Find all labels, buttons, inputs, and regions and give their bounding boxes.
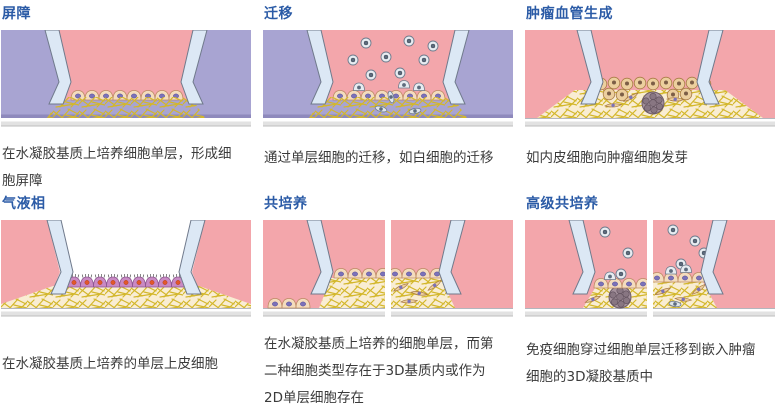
air-liquid-interface-illustration <box>1 220 251 317</box>
panel-co-culture: 共培养 <box>263 190 513 411</box>
migration-illustration <box>263 30 513 127</box>
advanced-co-culture-illustration <box>525 220 775 317</box>
panel-title: 迁移 <box>264 6 293 22</box>
co-culture-3d-variant <box>391 220 513 317</box>
advanced-co-culture-stroma-variant <box>653 220 775 317</box>
migration-figure <box>263 30 513 127</box>
panel-caption: 在水凝胶基质上培养细胞单层，形成细胞屏障 <box>2 145 232 189</box>
panel-title: 气液相 <box>2 196 46 212</box>
barrier-figure <box>1 30 251 127</box>
advanced-co-culture-figure <box>525 220 775 317</box>
panel-caption: 在水凝胶基质上培养的单层上皮细胞 <box>2 355 218 372</box>
panel-migration: 迁移 <box>263 0 513 190</box>
panel-advanced-co-culture: 高级共培养 <box>525 190 775 411</box>
panel-barrier: 屏障 <box>1 0 251 190</box>
tumor-angiogenesis-figure <box>525 30 775 127</box>
tumor-spheroid <box>608 285 632 309</box>
panel-tumor-angiogenesis: 肿瘤血管生成 <box>525 0 775 190</box>
panel-air-liquid-interface: 气液相 <box>1 190 251 411</box>
co-culture-2d-variant <box>263 220 385 317</box>
co-culture-illustration <box>263 220 513 317</box>
tumor-spheroid <box>641 91 665 115</box>
hydrogel-matrix <box>309 97 467 118</box>
panel-caption: 如内皮细胞向肿瘤细胞发芽 <box>526 150 688 166</box>
air-liquid-interface-figure <box>1 220 251 317</box>
panel-caption: 在水凝胶基质上培养的细胞单层，而第二种细胞类型存在于3D基质内或作为2D单层细胞… <box>264 335 494 406</box>
advanced-co-culture-tumor-variant <box>525 220 647 317</box>
panel-title: 屏障 <box>2 6 31 22</box>
hydrogel-matrix <box>47 97 205 118</box>
barrier-illustration <box>1 30 251 127</box>
tumor-angiogenesis-illustration <box>525 30 775 127</box>
panel-caption: 免疫细胞穿过细胞单层迁移到嵌入肿瘤细胞的3D凝胶基质中 <box>526 342 756 385</box>
panel-title: 肿瘤血管生成 <box>526 6 613 22</box>
panel-title: 共培养 <box>264 196 308 212</box>
co-culture-figure <box>263 220 513 317</box>
panel-title: 高级共培养 <box>526 196 599 212</box>
panel-caption: 通过单层细胞的迁移，如白细胞的迁移 <box>264 150 494 166</box>
